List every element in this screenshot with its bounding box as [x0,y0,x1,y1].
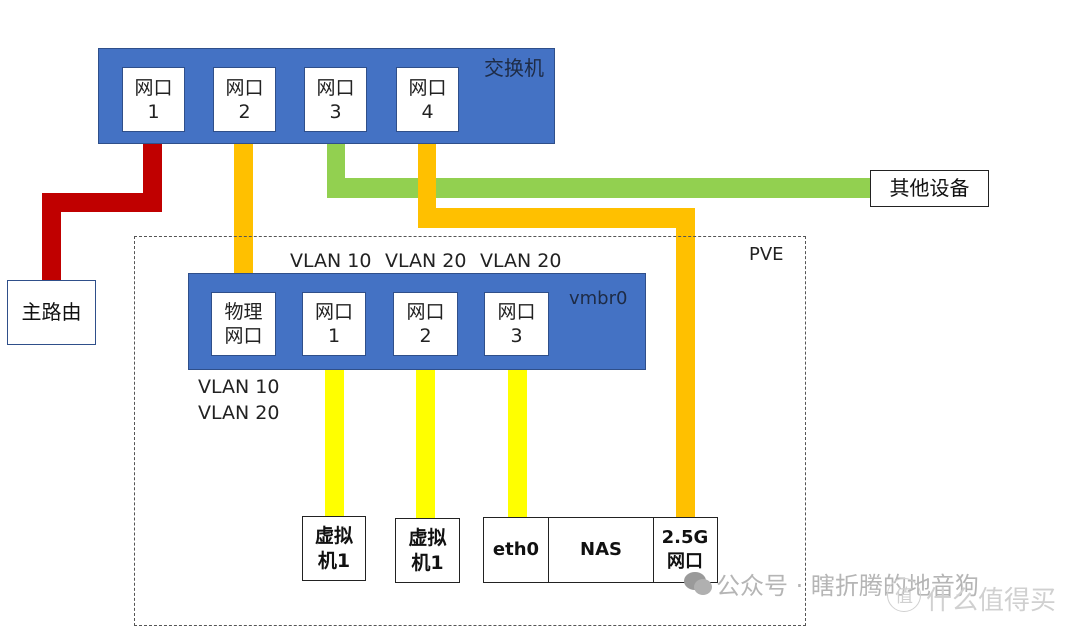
bridge-port-2-vlan: VLAN 20 [385,250,467,272]
nas-port-line1: 2.5G [661,527,709,548]
bridge-port-3[interactable]: 网口 3 [484,292,549,356]
wire-orange-port4-vertical [418,130,436,228]
vm-2[interactable]: 虚拟 机1 [395,518,460,583]
switch-port-3[interactable]: 网口 3 [304,67,367,132]
wire-yellow-bridge-port1 [325,350,344,517]
bridge-port-3-line1: 网口 [497,301,536,323]
wire-yellow-bridge-port3 [508,350,527,520]
bridge-physical-port[interactable]: 物理 网口 [211,292,276,356]
vm-1-line1: 虚拟 [314,524,353,547]
bridge-physical-port-line2: 网口 [224,325,263,347]
switch-port-1[interactable]: 网口 1 [122,67,185,132]
pve-label: PVE [749,244,784,265]
switch-port-2-line2: 2 [238,100,251,123]
wechat-icon [683,570,713,598]
bridge-physical-port-line1: 物理 [224,301,263,323]
nas-eth0-label: eth0 [492,539,540,560]
bridge-port-2-line2: 2 [419,325,432,347]
switch-port-1-line2: 1 [147,100,160,123]
switch-port-1-line1: 网口 [134,76,173,99]
switch-port-4-line2: 4 [421,100,434,123]
bridge-title: vmbr0 [569,288,628,309]
bridge-port-1-line1: 网口 [314,301,353,323]
bridge-port-1-vlan: VLAN 10 [290,250,372,272]
nas-eth0[interactable]: eth0 [484,518,549,582]
switch-port-2[interactable]: 网口 2 [213,67,276,132]
switch-title: 交换机 [484,56,544,80]
vm-1-line2: 机1 [317,549,351,572]
nas-body: NAS [549,518,654,582]
main-router[interactable]: 主路由 [7,280,96,345]
smzdm-badge-text: 值 [895,586,913,607]
wire-red-horizontal [42,193,162,212]
physical-vlan-1: VLAN 10 [198,376,280,398]
vm-2-line1: 虚拟 [408,526,447,549]
wire-orange-port2 [234,130,253,293]
vm-1[interactable]: 虚拟 机1 [302,516,366,581]
nas-box[interactable]: eth0 NAS 2.5G 网口 [483,517,718,583]
bridge-port-2-line1: 网口 [406,301,445,323]
switch-port-2-line1: 网口 [225,76,264,99]
wire-red-port1-vertical [143,130,162,212]
nas-port-line2: 网口 [667,551,703,572]
vm-2-line2: 机1 [411,551,444,574]
bridge-port-1[interactable]: 网口 1 [302,292,366,356]
bridge-port-3-line2: 3 [510,325,523,347]
switch-port-4-line1: 网口 [408,76,447,99]
watermark-text: 公众号 · 瞎折腾的地音狗 [716,572,979,600]
nas-name: NAS [580,539,622,560]
main-router-label: 主路由 [21,300,82,324]
physical-vlan-2: VLAN 20 [198,402,280,424]
wire-orange-nas-vertical [676,208,695,520]
wire-green-horizontal [327,178,872,198]
wire-red-router-vertical [42,193,61,283]
switch-port-3-line2: 3 [329,100,342,123]
bridge-port-3-vlan: VLAN 20 [480,250,562,272]
switch-port-4[interactable]: 网口 4 [396,67,459,132]
bridge-port-1-line2: 1 [327,325,341,347]
wire-yellow-bridge-port2 [416,350,435,520]
switch-port-3-line1: 网口 [316,76,355,99]
other-devices[interactable]: 其他设备 [870,170,989,207]
wire-orange-horizontal [418,208,695,228]
other-devices-label: 其他设备 [889,176,970,200]
watermark-text-2: 什么值得买 [926,586,1057,616]
bridge-port-2[interactable]: 网口 2 [393,292,458,356]
nas-2.5g-port[interactable]: 2.5G 网口 [654,518,716,582]
smzdm-badge-icon: 值 [887,578,921,612]
